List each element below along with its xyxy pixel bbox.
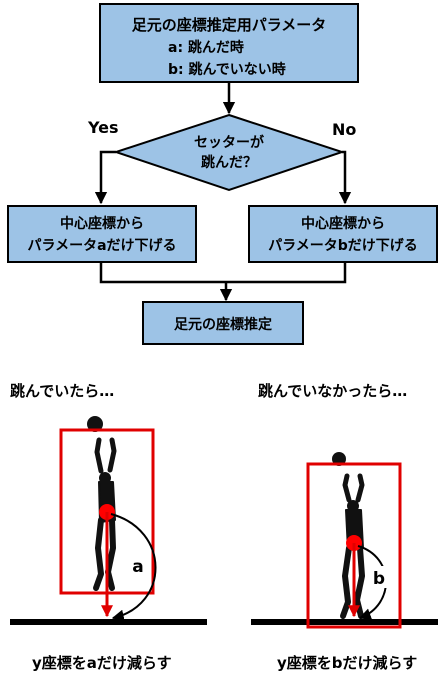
- bounding-box: [306, 462, 402, 629]
- decision-line2: 跳んだ？: [201, 154, 257, 171]
- jumped-illustration: a: [10, 416, 207, 625]
- jumped-heading: 跳んでいたら…: [10, 382, 114, 400]
- estimate-box: 足元の座標推定: [142, 301, 304, 345]
- setter-silhouette-icon: [93, 437, 117, 591]
- not-jumped-heading: 跳んでいなかったら…: [258, 382, 407, 400]
- not-jumped-box: 中心座標から パラメータbだけ下げる: [248, 205, 438, 263]
- ball-icon: [87, 416, 103, 432]
- not-jumped-illustration: b: [251, 452, 438, 629]
- decision-diamond: セッターが 跳んだ？: [112, 113, 346, 192]
- parameter-box: 足元の座標推定用パラメータ a: 跳んだ時 b: 跳んでいない時: [99, 3, 359, 83]
- jumped-box-line1: 中心座標から: [60, 215, 144, 232]
- jumped-box: 中心座標から パラメータaだけ下げる: [7, 205, 197, 263]
- parameter-box-title: 足元の座標推定用パラメータ: [132, 16, 327, 34]
- jumped-caption: y座標をaだけ減らす: [32, 654, 172, 672]
- param-b-marker: b: [373, 569, 385, 589]
- not-jumped-box-line1: 中心座標から: [301, 215, 385, 232]
- param-a-marker: a: [132, 557, 143, 577]
- offset-bracket: [110, 513, 157, 622]
- not-jumped-caption: y座標をbだけ減らす: [277, 654, 417, 672]
- parameter-a-label: a: 跳んだ時: [168, 39, 244, 56]
- parameter-b-label: b: 跳んでいない時: [168, 61, 286, 78]
- jumped-box-line2: パラメータaだけ下げる: [27, 238, 176, 254]
- decision-line1: セッターが: [194, 134, 265, 151]
- param-label-bg: [128, 554, 148, 576]
- merge-line: [99, 262, 347, 284]
- no-label: No: [332, 120, 356, 139]
- estimate-box-label: 足元の座標推定: [174, 316, 272, 333]
- not-jumped-box-line2: パラメータbだけ下げる: [268, 238, 418, 254]
- param-label-bg: [370, 566, 388, 588]
- yes-branch-arrow: [94, 150, 116, 205]
- yes-label: Yes: [87, 118, 119, 137]
- no-branch-arrow: [338, 150, 352, 205]
